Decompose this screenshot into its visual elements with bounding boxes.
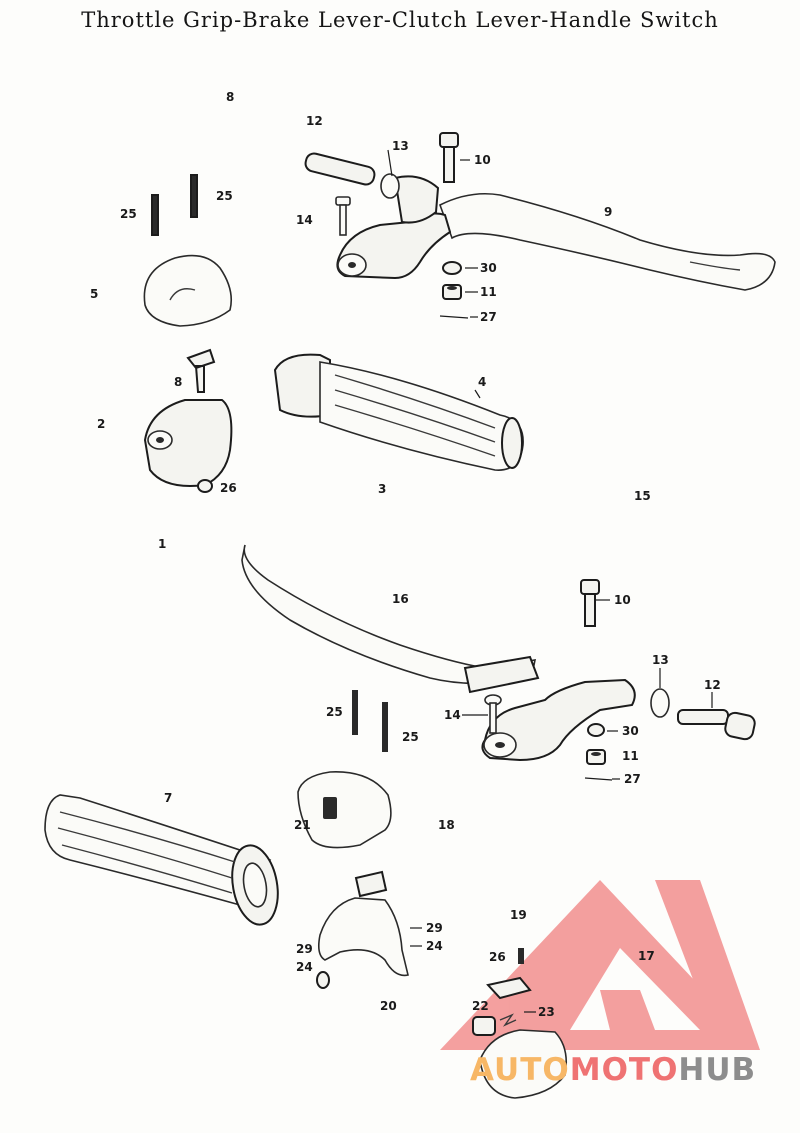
handle-switch-lower (318, 897, 409, 977)
handle-switch-upper (297, 771, 392, 849)
callout-2: 2 (97, 417, 105, 431)
callout-12-bottom: 12 (704, 678, 721, 692)
callout-11-top: 11 (480, 285, 497, 299)
callout-17: 17 (638, 949, 655, 963)
clutch-adjuster-washer (650, 688, 670, 718)
callout-9: 9 (604, 205, 612, 219)
clutch-pivot-bolt (580, 579, 600, 627)
housing-washer (197, 479, 213, 493)
brake-lever (439, 192, 776, 291)
callout-labels: 8 12 13 10 25 25 14 9 30 11 5 27 8 4 2 2… (90, 90, 721, 1019)
callout-18: 18 (438, 818, 455, 832)
callout-4: 4 (478, 375, 486, 389)
callout-27-bottom: 27 (624, 772, 641, 786)
callout-27-top: 27 (480, 310, 497, 324)
callout-30-top: 30 (480, 261, 497, 275)
brake-lever-bracket (393, 175, 440, 224)
switch-screw-right (382, 702, 388, 752)
holder-screw (335, 196, 351, 236)
callout-1: 1 (158, 537, 166, 551)
lever-washer (442, 261, 462, 275)
callout-29-right: 29 (426, 921, 443, 935)
callout-11-bottom: 11 (622, 749, 639, 763)
callout-20: 20 (380, 999, 397, 1013)
callout-15: 15 (634, 489, 651, 503)
switch-contact-26 (486, 976, 532, 1000)
switch-housing-17 (479, 1029, 568, 1099)
clutch-nut (586, 749, 606, 765)
callout-10-top: 10 (474, 153, 491, 167)
lever-nut (442, 284, 462, 300)
watermark-logo-text: AUTOMOTOHUB (470, 1052, 756, 1092)
callout-10-bottom: 10 (614, 593, 631, 607)
lever-cotter-pin (439, 315, 469, 319)
callout-24-left: 24 (296, 960, 313, 974)
watermark-logo-icon (440, 880, 760, 1050)
clutch-washer (587, 723, 605, 737)
callout-26-top: 26 (220, 481, 237, 495)
adjuster-washer (380, 173, 400, 199)
switch-knob (323, 797, 337, 819)
callout-8-top: 8 (226, 90, 234, 104)
cable-adjuster (304, 152, 376, 186)
switch-contact-plate (354, 870, 388, 898)
callout-26-bottom: 26 (489, 950, 506, 964)
watermark-moto: MOTO (569, 1052, 679, 1088)
callout-25-upper-left: 25 (120, 207, 137, 221)
clutch-holder-screw (484, 694, 502, 734)
callout-5: 5 (90, 287, 98, 301)
callout-23: 23 (538, 1005, 555, 1019)
callout-12-top: 12 (306, 114, 323, 128)
watermark-hub: HUB (678, 1052, 757, 1088)
leader-lines (387, 149, 713, 1013)
callout-14-top: 14 (296, 213, 313, 227)
callout-21: 21 (294, 818, 311, 832)
clutch-cable-adjuster (677, 709, 756, 741)
clutch-cotter-pin (584, 777, 613, 781)
throttle-grip (273, 353, 524, 471)
clutch-lever-holder (481, 678, 636, 762)
callout-24-right: 24 (426, 939, 443, 953)
lever-pivot-bolt (439, 132, 459, 183)
switch-spring-19 (518, 948, 524, 964)
callout-16: 16 (392, 592, 409, 606)
callout-19: 19 (510, 908, 527, 922)
throttle-housing (143, 399, 233, 487)
callout-13-top: 13 (392, 139, 409, 153)
callout-22: 22 (472, 999, 489, 1013)
callout-25-lower-left: 25 (326, 705, 343, 719)
switch-screw-left (352, 690, 358, 735)
callout-29-left: 29 (296, 942, 313, 956)
switch-spring-23 (499, 1013, 517, 1027)
callout-25-lower-right: 25 (402, 730, 419, 744)
switch-knob-22 (472, 1016, 496, 1036)
throttle-housing-cap (143, 254, 233, 327)
callout-13-bottom: 13 (652, 653, 669, 667)
diagram-title: Throttle Grip-Brake Lever-Clutch Lever-H… (81, 8, 719, 32)
callout-3: 3 (378, 482, 386, 496)
clamp-screw-right (190, 174, 198, 218)
handle-grip (44, 794, 279, 926)
clutch-lever-tip (463, 655, 540, 694)
callout-7: 7 (164, 791, 172, 805)
callout-30-bottom: 30 (622, 724, 639, 738)
switch-screw (316, 971, 330, 989)
callout-8-lower: 8 (174, 375, 182, 389)
cable-guide (186, 348, 216, 393)
clamp-screw-left (151, 194, 159, 236)
callout-14-bottom: 14 (444, 708, 461, 722)
callout-25-upper-right: 25 (216, 189, 233, 203)
watermark-auto: AUTO (470, 1052, 570, 1088)
